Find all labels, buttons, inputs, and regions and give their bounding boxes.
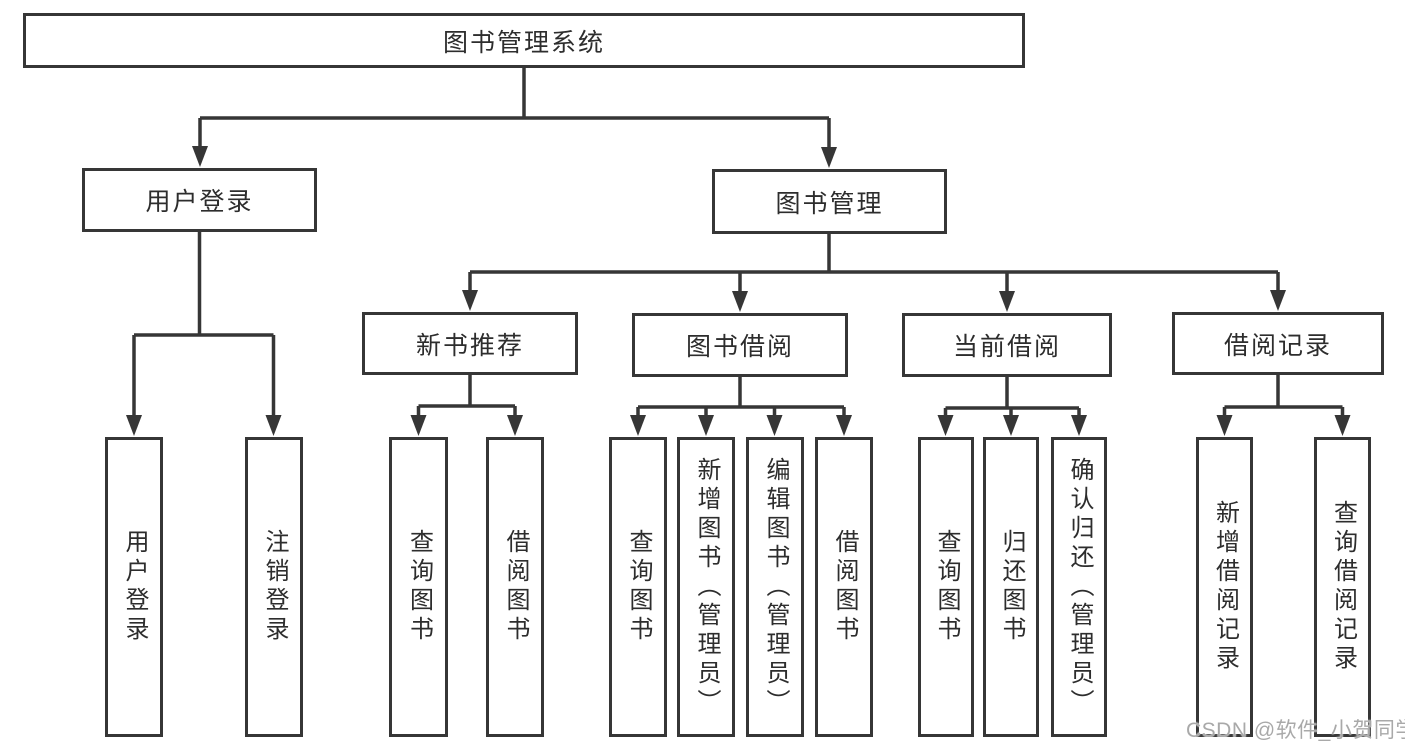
leaf-br-add-record-label: 新增借阅记录 (1211, 500, 1239, 674)
arrowhead (821, 147, 837, 168)
leaf-bb-edit-books-admin-label: 编辑图书（管理员） (762, 456, 789, 718)
arrowhead (1334, 415, 1351, 436)
leaf-cb-return-books-label: 归还图书 (998, 529, 1025, 645)
arrowhead (1071, 415, 1087, 436)
arrowhead (999, 291, 1015, 312)
leaf-nb-query-books-label: 查询图书 (405, 529, 433, 645)
arrowhead (1003, 415, 1019, 436)
csdn-watermark: CSDN @软件_小贺同学 (1186, 719, 1405, 742)
connector-book-borrowing-children (636, 377, 846, 419)
arrowhead (1270, 290, 1286, 311)
leaf-cb-query-books: 查询图书 (918, 437, 974, 737)
node-book-borrowing: 图书借阅 (632, 313, 848, 377)
leaf-nb-query-books: 查询图书 (389, 437, 448, 737)
leaf-bb-query-books-label: 查询图书 (625, 529, 652, 645)
node-user-login: 用户登录 (82, 168, 317, 232)
leaf-br-query-record-label: 查询借阅记录 (1329, 500, 1357, 674)
arrowhead (1216, 415, 1233, 436)
arrowhead (410, 415, 427, 436)
leaf-bb-query-books: 查询图书 (609, 437, 667, 737)
leaf-br-add-record: 新增借阅记录 (1196, 437, 1253, 737)
arrowhead (192, 146, 208, 167)
leaf-cb-return-books: 归还图书 (983, 437, 1039, 737)
leaf-user-login: 用户登录 (105, 437, 163, 737)
node-current-borrowing-label: 当前借阅 (952, 333, 1061, 361)
connector-new-book-recommend-children (416, 375, 517, 419)
node-current-borrowing: 当前借阅 (902, 313, 1112, 377)
node-user-login-label: 用户登录 (145, 188, 254, 216)
arrowhead (937, 415, 954, 436)
leaf-cb-confirm-return-admin-label: 确认归还（管理员） (1066, 456, 1093, 718)
arrowhead (630, 415, 646, 436)
arrowhead (698, 415, 714, 436)
node-borrowing-records: 借阅记录 (1172, 312, 1384, 375)
arrowhead (507, 415, 523, 436)
node-book-management-label: 图书管理 (775, 189, 884, 218)
leaf-nb-borrow-books: 借阅图书 (486, 437, 544, 737)
arrowhead (732, 291, 748, 312)
connector-borrowing-records-children (1222, 375, 1345, 419)
node-borrowing-records-label: 借阅记录 (1223, 331, 1332, 360)
arrowhead (265, 415, 282, 436)
connector-book-management-children (468, 234, 1280, 294)
leaf-cb-query-books-label: 查询图书 (933, 529, 960, 645)
node-new-book-recommend: 新书推荐 (362, 312, 578, 375)
node-root-label: 图书管理系统 (442, 28, 605, 57)
leaf-br-query-record: 查询借阅记录 (1314, 437, 1371, 737)
node-new-book-recommend-label: 新书推荐 (415, 331, 524, 360)
leaf-bb-borrow-books-label: 借阅图书 (831, 529, 858, 645)
leaf-nb-borrow-books-label: 借阅图书 (502, 529, 529, 645)
node-book-borrowing-label: 图书借阅 (685, 333, 794, 361)
leaf-bb-add-books-admin-label: 新增图书（管理员） (693, 456, 720, 718)
leaf-bb-borrow-books: 借阅图书 (815, 437, 873, 737)
arrowhead (126, 415, 142, 436)
leaf-bb-add-books-admin: 新增图书（管理员） (677, 437, 735, 737)
connector-root-to-level1 (198, 68, 831, 151)
arrowhead (836, 415, 852, 436)
node-root-library-system: 图书管理系统 (23, 13, 1025, 68)
leaf-user-login-label: 用户登录 (121, 529, 148, 645)
leaf-logout: 注销登录 (245, 437, 303, 737)
leaf-logout-label: 注销登录 (261, 529, 288, 645)
leaf-bb-edit-books-admin: 编辑图书（管理员） (746, 437, 804, 737)
connector-current-borrowing-children (943, 377, 1081, 419)
node-book-management: 图书管理 (712, 169, 947, 234)
arrowhead (462, 290, 478, 311)
leaf-cb-confirm-return-admin: 确认归还（管理员） (1051, 437, 1107, 737)
connector-user-login-children (132, 232, 276, 419)
arrowhead (766, 415, 783, 436)
